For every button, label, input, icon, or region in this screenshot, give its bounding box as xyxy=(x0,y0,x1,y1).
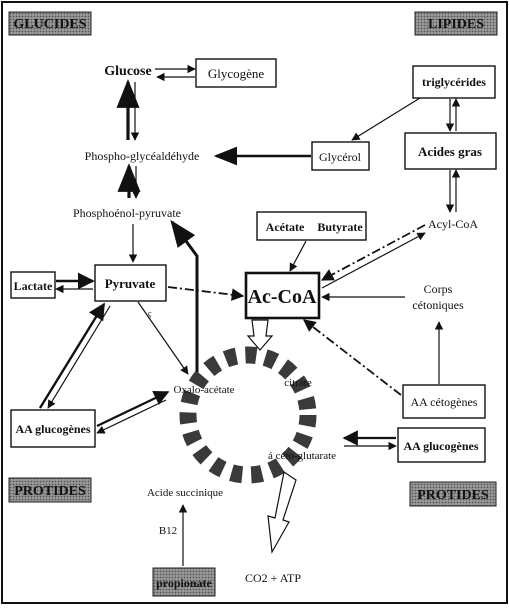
propionate-box xyxy=(152,567,216,597)
protides-left-text: PROTIDES xyxy=(14,484,86,499)
protides-right-text: PROTIDES xyxy=(417,488,489,503)
ac-coa-to-acyl-coa-arrow xyxy=(321,232,426,289)
propionate-label: propionate xyxy=(156,576,212,590)
glucides-text: GLUCIDES xyxy=(13,17,86,32)
oxalo-to-aa-glucogenes-left-arrow xyxy=(96,399,167,434)
lipides-label: LIPIDES xyxy=(414,11,498,36)
triglycerides-to-glycerol-arrow xyxy=(351,97,421,141)
pyruvate-to-aa-glucogenes-left-arrow xyxy=(47,305,111,409)
butyrate-label: Butyrate xyxy=(317,220,363,234)
glycerol-label: Glycérol xyxy=(319,150,362,164)
glycogene-label: Glycogène xyxy=(208,66,265,81)
glycerol-box xyxy=(311,141,370,171)
small-mark: ç xyxy=(148,309,152,318)
phosphoenol-pyruvate-label: Phosphoénol-pyruvate xyxy=(73,206,181,220)
protides-right-label: PROTIDES xyxy=(409,481,497,507)
triglycerides-box xyxy=(412,65,496,99)
acide-succinique-label: Acide succinique xyxy=(147,487,223,499)
triglycerides-label: triglycérides xyxy=(422,75,486,89)
aa-cetogenes-label: AA cétogènes xyxy=(411,395,478,409)
oxalo-to-pep-arrow xyxy=(170,219,199,372)
cetoniques-label: cétoniques xyxy=(412,298,464,312)
corps-label: Corps xyxy=(424,282,453,296)
pyruvate-to-ac-coa-arrow xyxy=(167,286,245,301)
aa-glucogenes-left-box xyxy=(10,409,96,448)
pyruvate-box xyxy=(94,264,167,302)
acetate-butyrate-box xyxy=(256,211,367,241)
cycle-to-co2-arrow xyxy=(267,471,297,554)
protides-left-label: PROTIDES xyxy=(8,477,92,503)
lipides-text: LIPIDES xyxy=(428,17,484,32)
b12-label: B12 xyxy=(159,525,177,537)
oxalo-acetate-label: Oxalo-acétate xyxy=(173,384,234,396)
acetate-label: Acétate xyxy=(266,220,305,234)
aa-glucogenes-right-label: AA glucogènes xyxy=(404,439,479,453)
ac-coa-label: Ac-CoA xyxy=(248,286,317,308)
pyruvate-to-oxalo-arrow xyxy=(137,301,189,375)
glycogene-box xyxy=(195,58,277,88)
acides-gras-box xyxy=(404,132,497,170)
aa-glucogenes-right-box xyxy=(397,427,486,463)
aa-glucogenes-left-label: AA glucogènes xyxy=(16,422,91,436)
lactate-label: Lactate xyxy=(14,279,53,293)
lactate-box xyxy=(10,271,56,299)
acetate-butyrate-to-ac-coa-arrow xyxy=(289,240,307,272)
aa-glucogenes-left-to-pyruvate-arrow xyxy=(38,302,106,409)
co2-atp-label: CO2 + ATP xyxy=(245,571,301,585)
aa-cetogenes-to-ac-coa-arrow xyxy=(303,319,402,396)
glucose-label: Glucose xyxy=(104,64,151,79)
aa-cetogenes-box xyxy=(402,384,486,419)
acyl-coa-to-ac-coa-arrow xyxy=(320,224,426,281)
acyl-coa-label: Acyl-CoA xyxy=(428,217,478,231)
glucides-label: GLUCIDES xyxy=(8,11,92,36)
ac-coa-to-cycle-arrow xyxy=(246,319,274,351)
phospho-glyceraldehyde-label: Phospho-glycéaldéhyde xyxy=(85,149,200,163)
pyruvate-label: Pyruvate xyxy=(105,276,156,291)
krebs-cycle-ring xyxy=(179,346,317,484)
acides-gras-label: Acides gras xyxy=(418,144,482,159)
aa-glucogenes-left-to-oxalo-arrow xyxy=(96,391,170,427)
alpha-ceto-glutarate-label: á céto-glutarate xyxy=(268,450,336,462)
citrate-label: citrate xyxy=(284,377,312,389)
ac-coa-box xyxy=(244,271,321,320)
